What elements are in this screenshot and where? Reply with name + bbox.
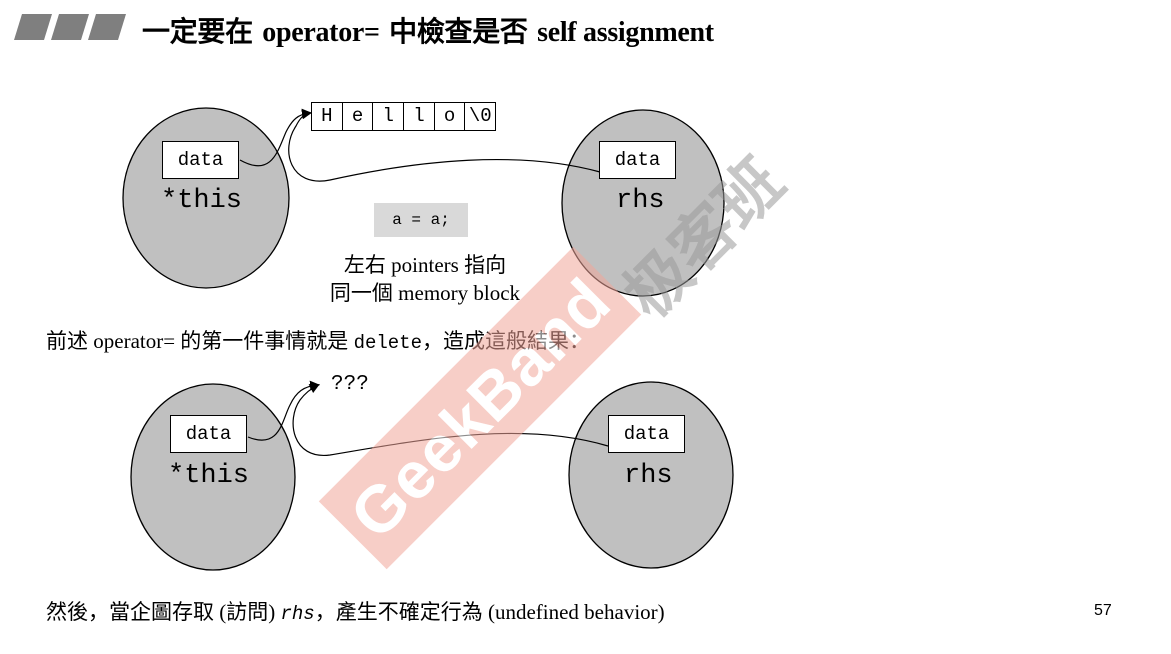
string-cell: e (342, 102, 374, 131)
this-label-top: *this (161, 186, 243, 216)
note-line-2: 同一個 memory block (329, 281, 521, 305)
self-assignment-code: a = a; (374, 203, 468, 237)
string-cell: o (434, 102, 466, 131)
delete-keyword: delete (353, 332, 422, 354)
rhs-label-top: rhs (616, 186, 665, 216)
string-memory-block: H e l l o \0 (311, 102, 497, 131)
this-label-bottom: *this (168, 461, 250, 491)
this-pointer-arrow-bottom (247, 380, 320, 441)
this-pointer-arrow-top (239, 108, 312, 167)
string-cell: \0 (465, 102, 497, 131)
dangling-target: ??? (331, 373, 369, 396)
title-decoration-icon (14, 14, 126, 40)
rhs-data-member-top: data (599, 141, 676, 179)
bottom-paragraph: 然後，當企圖存取 (訪問) rhs，產生不確定行為 (undefined beh… (46, 596, 665, 626)
title-code: operator= (262, 17, 380, 48)
page-number: 57 (1094, 602, 1112, 619)
string-cell: l (404, 102, 435, 131)
note-line-1: 左右 pointers 指向 (343, 253, 507, 277)
this-data-member-top: data (162, 141, 239, 179)
rhs-label-bottom: rhs (624, 461, 673, 491)
bottom-text-2: ，產生不確定行為 (undefined behavior) (314, 600, 665, 624)
middle-paragraph: 前述 operator= 的第一件事情就是 delete，造成這般結果： (46, 325, 590, 355)
string-cell: l (373, 102, 405, 131)
string-cell: H (312, 102, 343, 131)
title-part-3: self assignment (537, 17, 714, 48)
middle-text-1: 前述 operator= 的第一件事情就是 (46, 329, 354, 353)
title-part-2: 中檢查是否 (379, 15, 538, 48)
rhs-keyword: rhs (280, 603, 315, 625)
slide-title: 一定要在 operator= 中檢查是否 self assignment (142, 10, 714, 50)
pointer-note: 左右 pointers 指向 同一個 memory block (300, 251, 550, 307)
rhs-data-member-bottom: data (608, 415, 685, 453)
this-data-member-bottom: data (170, 415, 247, 453)
rhs-pointer-arrow-top (288, 109, 601, 182)
bottom-text-1: 然後，當企圖存取 (訪問) (46, 600, 281, 624)
title-part-1: 一定要在 (142, 15, 263, 48)
